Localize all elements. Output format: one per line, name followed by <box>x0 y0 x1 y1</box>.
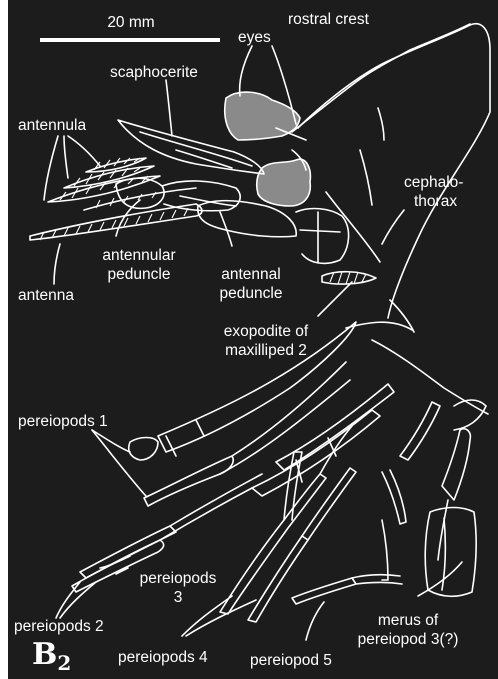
label-exopodite-2: maxilliped 2 <box>196 342 336 360</box>
label-antennula: antennula <box>18 117 86 135</box>
thorax-outline <box>346 300 488 414</box>
eye-right <box>257 159 311 206</box>
label-antennal-peduncle-2: peduncle <box>196 285 306 303</box>
label-antennal-peduncle-1: antennal <box>196 266 306 284</box>
label-pereiopods-4: pereiopods 4 <box>118 649 208 667</box>
scale-bar-label: 20 mm <box>96 14 166 32</box>
carapace-groove <box>360 108 384 205</box>
label-merus-2: pereiopod 3(?) <box>330 631 486 649</box>
label-antennular-peduncle-1: antennular <box>84 247 194 265</box>
panel-label-subscript: 2 <box>57 651 71 675</box>
panel-label-letter: B <box>32 637 57 672</box>
label-pereiopods-3-1: pereiopods <box>128 570 228 588</box>
label-antennular-peduncle-2: peduncle <box>84 266 194 284</box>
label-pereiopods-1: pereiopods 1 <box>18 413 108 431</box>
label-exopodite-1: exopodite of <box>196 323 336 341</box>
right-legs <box>382 400 486 580</box>
label-scaphocerite: scaphocerite <box>110 64 198 82</box>
label-pereiopods-2: pereiopods 2 <box>14 618 104 636</box>
label-pereiopod-5: pereiopod 5 <box>250 652 332 670</box>
pereiopod-5 <box>292 575 402 604</box>
label-cephalothorax-1: cephalo- <box>404 174 463 192</box>
antennular-peduncle <box>116 178 240 211</box>
label-merus-1: merus of <box>338 612 478 630</box>
label-eyes: eyes <box>238 29 271 47</box>
antennal-basal <box>300 212 340 262</box>
merus-of-pereiopod-3 <box>425 508 476 597</box>
label-antenna: antenna <box>18 287 74 305</box>
label-pereiopods-3-2: 3 <box>128 589 228 607</box>
panel-label: B2 <box>32 640 71 678</box>
antenna-flagellum <box>30 188 202 240</box>
label-rostral-crest: rostral crest <box>288 11 369 29</box>
label-cephalothorax-2: thorax <box>414 193 457 211</box>
